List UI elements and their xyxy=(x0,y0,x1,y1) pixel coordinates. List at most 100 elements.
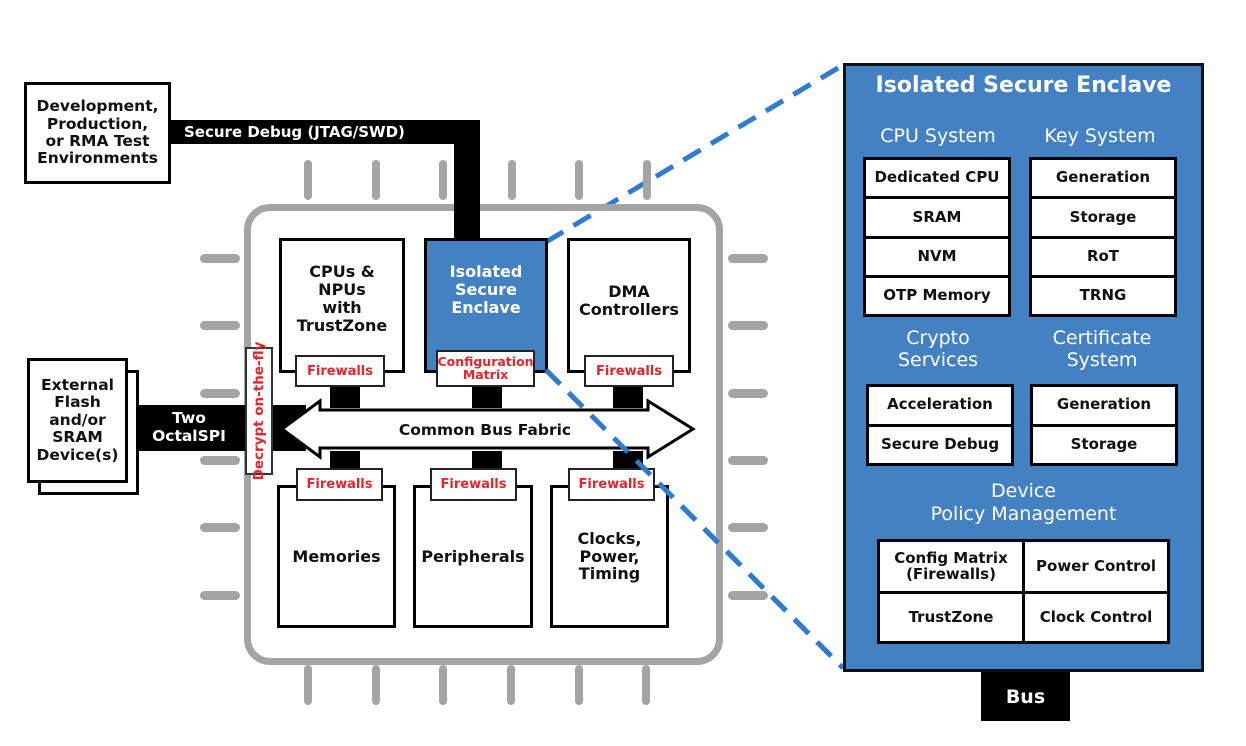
test-env-line: Production, xyxy=(46,114,149,133)
pin xyxy=(304,160,312,200)
zoom-line-top xyxy=(544,62,845,245)
pin xyxy=(439,665,447,705)
bus-connector xyxy=(613,386,643,408)
pin xyxy=(642,665,650,705)
test-env-line: or RMA Test xyxy=(45,132,150,150)
enclave-bus: Bus xyxy=(981,672,1070,721)
key-system-item: RoT xyxy=(1032,238,1174,278)
secure-debug-link: Secure Debug (JTAG/SWD) xyxy=(170,120,480,144)
cpu-system-item: OTP Memory xyxy=(866,277,1008,314)
device-policy-grid: Config Matrix (Firewalls) Power Control … xyxy=(877,539,1170,644)
cpus-npus-block: CPUs & NPUs with TrustZone xyxy=(279,238,405,373)
crypto-title-line: Services xyxy=(897,348,979,371)
memory-device-line: Device(s) xyxy=(36,445,119,464)
pin xyxy=(439,160,447,200)
device-policy-item: Clock Control xyxy=(1025,594,1167,641)
device-policy-item: Config Matrix (Firewalls) xyxy=(880,542,1025,594)
secure-debug-label: Secure Debug (JTAG/SWD) xyxy=(184,123,405,141)
common-bus-fabric-label: Common Bus Fabric xyxy=(398,421,572,439)
crypto-services-item: Acceleration xyxy=(869,387,1011,427)
firewalls-gate-peripherals: Firewalls xyxy=(430,468,517,501)
crypto-services-title: Crypto Services xyxy=(858,327,1018,372)
firewalls-label: Firewalls xyxy=(307,363,373,379)
pin xyxy=(728,254,768,263)
config-matrix-line: Configuration xyxy=(437,354,534,369)
peripherals-block: Peripherals xyxy=(413,485,533,628)
pin xyxy=(728,389,768,398)
pin xyxy=(200,523,240,532)
block-line: Clocks, xyxy=(577,528,642,548)
key-system-item: Generation xyxy=(1032,160,1174,200)
cpu-system-item: Dedicated CPU xyxy=(866,160,1008,200)
test-env-line: Development, xyxy=(36,97,159,116)
cpu-system-title: CPU System xyxy=(880,125,996,147)
block-line: with xyxy=(322,297,362,317)
pin xyxy=(200,389,240,398)
config-matrix-line: Config Matrix xyxy=(894,548,1008,567)
firewalls-gate-dma: Firewalls xyxy=(584,355,674,387)
pin xyxy=(304,665,312,705)
device-policy-title: Device Policy Management xyxy=(846,480,1201,526)
block-line: Isolated xyxy=(449,262,523,281)
device-policy-title-line: Device xyxy=(991,480,1056,502)
cpu-system-item: SRAM xyxy=(866,199,1008,239)
firewalls-label: Firewalls xyxy=(306,477,373,492)
bus-connector xyxy=(472,451,502,471)
block-line: CPUs & xyxy=(309,262,375,281)
device-policy-title-line: Policy Management xyxy=(930,502,1117,525)
block-line: Peripherals xyxy=(421,546,525,566)
firewalls-label: Firewalls xyxy=(596,363,662,379)
octalspi-line: OctalSPI xyxy=(152,427,226,445)
pin xyxy=(200,591,240,600)
block-line: Enclave xyxy=(451,297,521,317)
block-line: TrustZone xyxy=(296,315,388,335)
decrypt-on-the-fly-label: Decrypt on-the-fly xyxy=(251,341,267,481)
crypto-title-line: Crypto xyxy=(906,327,970,349)
cpu-system-item: NVM xyxy=(866,238,1008,278)
block-line: Memories xyxy=(292,546,381,566)
key-system-title: Key System xyxy=(1044,125,1156,147)
key-system-stack: Generation Storage RoT TRNG xyxy=(1029,157,1177,317)
certificate-title-line: Certificate xyxy=(1052,327,1152,349)
configuration-matrix-gate: Configuration Matrix xyxy=(436,350,535,387)
enclave-detail-title: Isolated Secure Enclave xyxy=(875,73,1172,98)
firewalls-gate-clocks: Firewalls xyxy=(568,468,655,501)
memory-device-line: External xyxy=(41,376,114,395)
certificate-system-item: Generation xyxy=(1033,387,1175,427)
memory-device-line: SRAM xyxy=(52,428,103,447)
block-line: Timing xyxy=(578,564,641,584)
key-system-item: TRNG xyxy=(1032,277,1174,314)
pin xyxy=(507,665,515,705)
memories-block: Memories xyxy=(277,485,396,628)
test-environment-box: Development, Production, or RMA Test Env… xyxy=(24,82,171,184)
bus-connector xyxy=(472,386,502,408)
pin xyxy=(372,665,380,705)
firewalls-label: Firewalls xyxy=(578,477,645,492)
pin xyxy=(372,160,380,200)
config-matrix-line: Matrix xyxy=(462,366,509,382)
test-env-line: Environments xyxy=(37,149,158,168)
pin xyxy=(200,456,240,465)
pin xyxy=(200,321,240,330)
firewalls-gate-memories: Firewalls xyxy=(296,468,383,501)
device-policy-item: Power Control xyxy=(1025,542,1167,594)
pin xyxy=(575,160,583,200)
pin xyxy=(728,523,768,532)
pin xyxy=(728,456,768,465)
pin xyxy=(575,665,583,705)
pin xyxy=(200,254,240,263)
pin xyxy=(728,321,768,330)
firewalls-gate-cpus: Firewalls xyxy=(295,355,385,387)
octalspi-label: Two OctalSPI xyxy=(140,405,238,451)
certificate-system-stack: Generation Storage xyxy=(1030,384,1178,466)
block-line: Power, xyxy=(579,546,640,566)
pin xyxy=(508,160,516,200)
key-system-item: Storage xyxy=(1032,199,1174,239)
decrypt-on-the-fly-badge: Decrypt on-the-fly xyxy=(245,342,273,480)
enclave-bus-label: Bus xyxy=(1005,685,1046,708)
octalspi-line: Two xyxy=(172,409,206,428)
crypto-services-stack: Acceleration Secure Debug xyxy=(866,384,1014,466)
bus-connector xyxy=(330,386,360,408)
certificate-system-title: Certificate System xyxy=(1022,327,1182,372)
octalspi-link xyxy=(136,405,306,451)
